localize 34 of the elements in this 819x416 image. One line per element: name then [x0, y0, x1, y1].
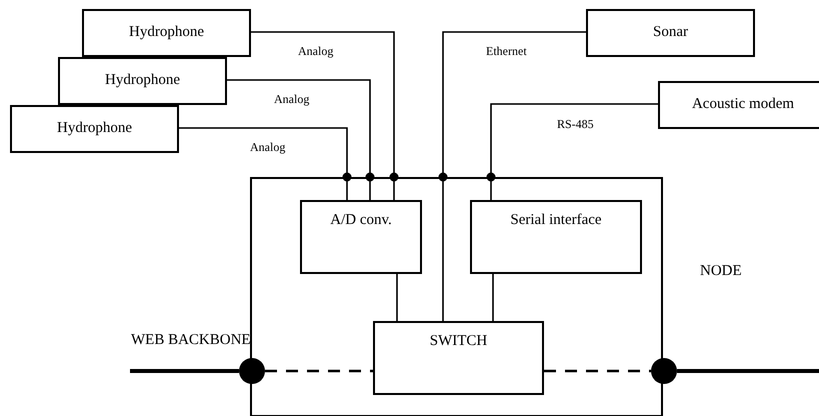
- component-label: SWITCH: [428, 332, 488, 350]
- component-box: [300, 200, 422, 274]
- connector-line: [265, 370, 373, 372]
- connector-line: [442, 31, 586, 321]
- component-box: [586, 9, 755, 57]
- connector-dot: [239, 358, 265, 384]
- connector-line: [544, 370, 651, 372]
- node-label: NODE: [700, 263, 742, 280]
- component-label: A/D conv.: [329, 211, 393, 229]
- backbone-line: [677, 369, 819, 373]
- component-label: Acoustic modem: [690, 95, 796, 113]
- component-label: Hydrophone: [128, 23, 205, 41]
- component-label: Serial interface: [509, 211, 603, 229]
- connector-line: [396, 274, 398, 321]
- component-box: [373, 321, 544, 395]
- component-label: Sonar: [652, 23, 689, 41]
- component-box: [82, 9, 251, 57]
- edge-label: Analog: [248, 140, 288, 155]
- connector-line: [251, 31, 395, 200]
- edge-label: Analog: [296, 44, 336, 59]
- component-box: [470, 200, 642, 274]
- component-box: [10, 105, 179, 153]
- backbone-line: [130, 369, 239, 373]
- edge-label: Analog: [272, 92, 312, 107]
- connector-line: [490, 103, 658, 200]
- connector-line: [179, 127, 348, 200]
- connector-line: [227, 79, 371, 200]
- component-box: [658, 81, 819, 129]
- component-box: [58, 57, 227, 105]
- component-label: Hydrophone: [56, 119, 133, 137]
- connector-dot: [651, 358, 677, 384]
- connector-line: [492, 274, 494, 321]
- component-label: Hydrophone: [104, 71, 181, 89]
- annotation-label: WEB BACKBONE: [131, 332, 251, 349]
